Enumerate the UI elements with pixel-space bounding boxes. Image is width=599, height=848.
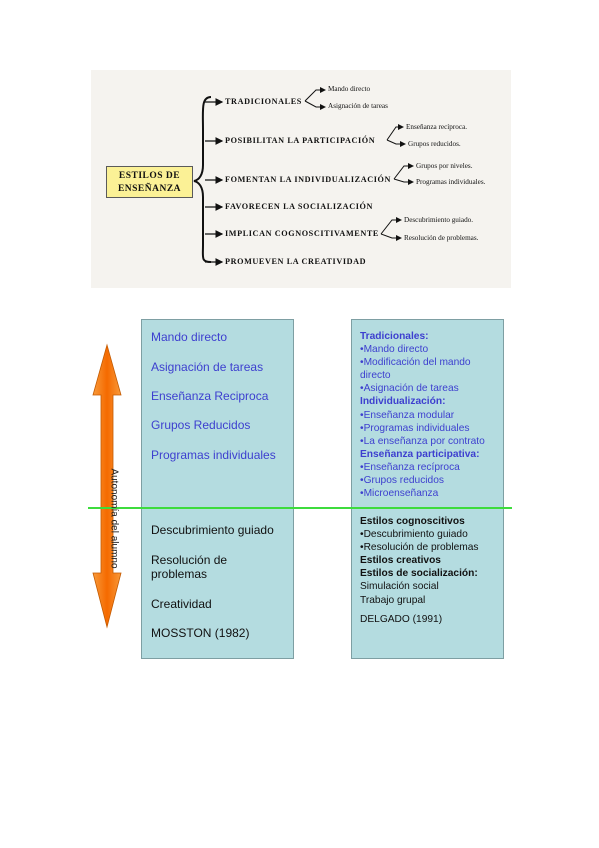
concept-map-connectors — [193, 87, 414, 266]
left-item-ensenanza-reciproca: Enseñanza Reciproca — [151, 389, 269, 403]
right-list-top: Tradicionales: •Mando directo •Modificac… — [360, 330, 485, 500]
root-line-1: ESTILOS DE — [118, 171, 181, 181]
right-item: •La enseñanza por contrato — [360, 435, 485, 447]
sub-programas-individuales: Programas individuales. — [416, 178, 486, 186]
panel-mosston — [141, 319, 294, 659]
autonomia-comparison: Autonomía del alumno Mando directo Asign… — [88, 313, 512, 659]
axis-label-autonomia: Autonomía del alumno — [108, 468, 120, 569]
right-item: directo — [360, 370, 391, 382]
sub-asignacion-tareas: Asignación de tareas — [328, 102, 388, 110]
right-heading-individualizacion: Individualización: — [360, 396, 446, 408]
right-item: •Asignación de tareas — [360, 383, 459, 395]
right-item: •Enseñanza modular — [360, 409, 455, 421]
category-creatividad: PROMUEVEN LA CREATIVIDAD — [225, 257, 367, 266]
left-item-programas-individuales: Programas individuales — [151, 448, 276, 462]
sub-grupos-niveles: Grupos por niveles. — [416, 162, 473, 170]
right-heading-tradicionales: Tradicionales: — [360, 331, 429, 342]
right-item: •Microenseñanza — [360, 488, 439, 500]
autonomy-arrow-and-divider — [88, 343, 512, 629]
right-item: •Modificación del mando — [360, 357, 471, 369]
category-participacion: POSIBILITAN LA PARTICIPACIÓN — [225, 136, 376, 145]
sub-mando-directo: Mando directo — [328, 85, 371, 93]
right-list-bottom: Estilos cognoscitivos •Descubrimiento gu… — [360, 515, 479, 626]
right-item: •Resolución de problemas — [360, 542, 479, 554]
double-arrow-icon — [92, 343, 122, 629]
right-item: •Descubrimiento guiado — [360, 529, 468, 541]
right-heading-creativos: Estilos creativos — [360, 555, 441, 567]
root-line-2: ENSEÑANZA — [117, 184, 182, 194]
right-item-delgado: DELGADO (1991) — [360, 613, 443, 625]
panel-delgado — [351, 319, 504, 659]
category-tradicionales: TRADICIONALES — [225, 97, 302, 106]
right-heading-participativa: Enseñanza participativa: — [360, 448, 480, 460]
left-item-grupos-reducidos: Grupos Reducidos — [151, 418, 251, 432]
sub-descubrimiento-guiado: Descubrimiento guiado. — [404, 216, 474, 224]
right-heading-cognoscitivos: Estilos cognoscitivos — [360, 516, 465, 527]
right-item: •Grupos reducidos — [360, 475, 444, 487]
right-item: •Enseñanza recíproca — [360, 461, 460, 473]
category-cognoscitivamente: IMPLICAN COGNOSCITIVAMENTE — [225, 229, 379, 238]
root-node-estilos: ESTILOS DE ENSEÑANZA — [106, 166, 193, 198]
right-heading-socializacion: Estilos de socialización: — [360, 568, 478, 580]
right-item: Simulación social — [360, 581, 439, 593]
left-item-mando-directo: Mando directo — [151, 330, 228, 344]
sub-resolucion-problemas: Resolución de problemas. — [404, 234, 479, 242]
left-item-resolucion-problemas: Resolución de problemas — [151, 553, 228, 581]
right-item: Trabajo grupal — [360, 594, 426, 606]
left-item-mosston: MOSSTON (1982) — [151, 626, 250, 640]
left-item-creatividad: Creatividad — [151, 597, 212, 611]
right-item: •Programas individuales — [360, 422, 470, 434]
category-individualizacion: FOMENTAN LA INDIVIDUALIZACIÓN — [225, 175, 392, 184]
right-item: •Mando directo — [360, 344, 429, 356]
sub-ensenanza-reciproca: Enseñanza recíproca. — [406, 123, 468, 131]
category-socializacion: FAVORECEN LA SOCIALIZACIÓN — [225, 202, 373, 211]
left-item-asignacion-tareas: Asignación de tareas — [151, 360, 264, 374]
sub-grupos-reducidos: Grupos reducidos. — [408, 140, 461, 148]
left-item-descubrimiento-guiado: Descubrimiento guiado — [151, 523, 274, 537]
